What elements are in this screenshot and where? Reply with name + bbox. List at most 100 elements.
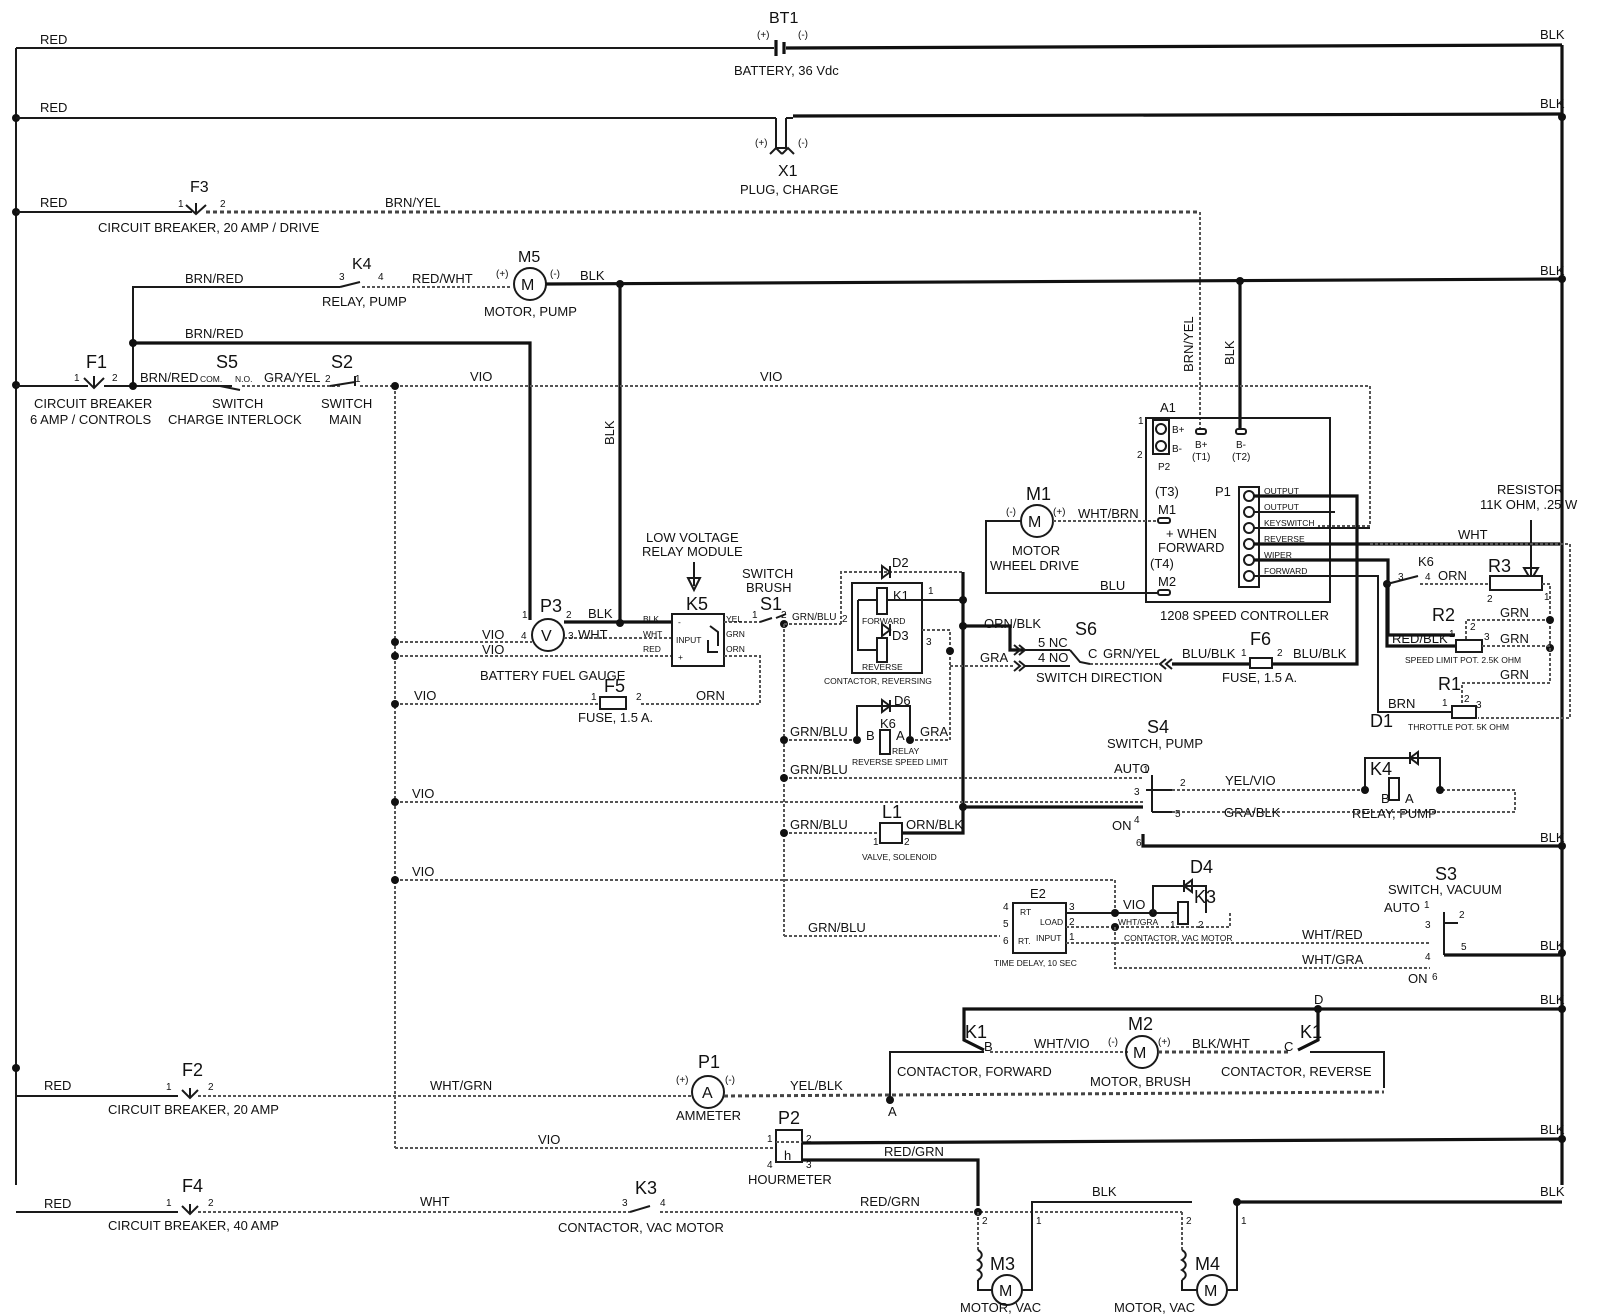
- svg-text:4: 4: [767, 1160, 773, 1171]
- svg-text:2: 2: [1487, 594, 1493, 605]
- svg-text:2: 2: [636, 692, 642, 703]
- controls-row: 1 F1 2 CIRCUIT BREAKER 6 AMP / CONTROLS …: [16, 352, 1371, 1148]
- svg-text:2: 2: [220, 199, 226, 210]
- svg-text:4 NO: 4 NO: [1038, 650, 1068, 665]
- speed-controller-a1: A1 1 2 B+ B- P2 B+ (T1) B- (T2) (T3) P1 …: [1137, 400, 1560, 713]
- wire-label: VIO: [482, 627, 504, 642]
- svg-text:FORWARD: FORWARD: [1264, 566, 1307, 576]
- svg-text:M: M: [1133, 1045, 1146, 1062]
- k3-contact-ref: K3: [635, 1178, 657, 1198]
- wire-label: RED/WHT: [412, 271, 473, 286]
- svg-text:3: 3: [568, 631, 574, 642]
- s3-label: SWITCH, VACUUM: [1388, 882, 1502, 897]
- k4-coil-label: RELAY, PUMP: [1352, 806, 1437, 821]
- svg-text:1: 1: [178, 199, 184, 210]
- svg-text:ORN: ORN: [726, 644, 745, 654]
- svg-text:+: +: [678, 652, 683, 662]
- svg-text:B-: B-: [1236, 440, 1246, 451]
- svg-text:+ WHEN: + WHEN: [1166, 526, 1217, 541]
- wire-label: BLK: [1540, 992, 1565, 1007]
- wire-label: VIO: [482, 642, 504, 657]
- svg-text:B: B: [866, 728, 875, 743]
- wire-label: GRA/YEL: [264, 370, 320, 385]
- svg-text:V: V: [541, 628, 552, 645]
- k1-label: CONTACTOR, REVERSING: [824, 676, 932, 686]
- svg-text:2: 2: [208, 1198, 214, 1209]
- p1-pin-circles: [1243, 490, 1255, 582]
- wire-label: BLU/BLK: [1182, 646, 1236, 661]
- brush-motor-section: D BLK K1 B M WHT/VIO (-) M2 (+) BLK/WHT …: [886, 992, 1565, 1119]
- svg-text:OUTPUT: OUTPUT: [1264, 502, 1299, 512]
- f4-label: CIRCUIT BREAKER, 40 AMP: [108, 1218, 279, 1233]
- svg-text:4: 4: [521, 631, 527, 642]
- svg-text:2: 2: [566, 610, 572, 621]
- svg-text:(+): (+): [1158, 1037, 1171, 1048]
- wire-label: BRN/RED: [185, 271, 244, 286]
- vacuum-section: VIO E2 4 5 6 3 2 1 RT LOAD INPUT RT. TIM…: [391, 857, 1565, 986]
- brn-red-row: BRN/RED: [129, 326, 532, 620]
- wire-label: RED: [40, 32, 67, 47]
- wire-label: VIO: [414, 688, 436, 703]
- f6-label: FUSE, 1.5 A.: [1222, 670, 1297, 685]
- wire-label: BLK: [1092, 1184, 1117, 1199]
- svg-text:A: A: [702, 1085, 713, 1102]
- svg-text:(-): (-): [550, 269, 560, 280]
- l1-ref: L1: [882, 802, 902, 822]
- svg-text:KEYSWITCH: KEYSWITCH: [1264, 518, 1315, 528]
- svg-text:M2: M2: [1158, 574, 1176, 589]
- svg-text:(-): (-): [798, 30, 808, 41]
- p2-hour-ref: P2: [778, 1108, 800, 1128]
- wire-label: WHT/GRA: [1302, 952, 1364, 967]
- k1-rev-label: CONTACTOR, REVERSE: [1221, 1064, 1372, 1079]
- svg-text:2: 2: [325, 374, 331, 385]
- pump-motor-row: M BRN/RED 3 K4 4 RELAY, PUMP RED/WHT (+)…: [132, 249, 1565, 623]
- svg-text:(-): (-): [1108, 1037, 1118, 1048]
- svg-text:A: A: [888, 1104, 897, 1119]
- wire-label: RED/GRN: [860, 1194, 920, 1209]
- wire-label: WHT/RED: [1302, 927, 1363, 942]
- switch-s4-section: GRN/BLU VIO GRN/BLU 1 L1 2 ORN/BLK VALVE…: [391, 717, 1565, 862]
- p1-pin-labels: OUTPUT OUTPUT KEYSWITCH REVERSE WIPER FO…: [1264, 486, 1315, 576]
- svg-text:REVERSE: REVERSE: [862, 662, 903, 672]
- e2-ref: E2: [1030, 886, 1046, 901]
- wire-label: GRN/BLU: [790, 724, 848, 739]
- svg-text:2: 2: [1464, 694, 1470, 705]
- wire-label: WHT/GRA: [1118, 917, 1158, 927]
- svg-text:(-): (-): [725, 1075, 735, 1086]
- k1-rev-ref: K1: [1300, 1022, 1322, 1042]
- svg-text:3: 3: [1476, 700, 1482, 711]
- wire-label: BLU: [1100, 578, 1125, 593]
- svg-text:1: 1: [591, 692, 597, 703]
- wire-label: BLU/BLK: [1293, 646, 1347, 661]
- svg-text:1: 1: [1449, 629, 1455, 640]
- wire-label: ORN: [696, 688, 725, 703]
- svg-text:B: B: [1381, 791, 1390, 806]
- f2-ref: F2: [182, 1060, 203, 1080]
- svg-text:2: 2: [1186, 1216, 1192, 1227]
- wire-label: ORN: [1438, 568, 1467, 583]
- svg-text:COM.: COM.: [200, 374, 222, 384]
- svg-text:(+): (+): [496, 269, 509, 280]
- wire-label: BRN/RED: [185, 326, 244, 341]
- svg-text:M1: M1: [1158, 502, 1176, 517]
- a1-label: 1208 SPEED CONTROLLER: [1160, 608, 1329, 623]
- f1-label-1: CIRCUIT BREAKER: [34, 396, 152, 411]
- svg-text:B+: B+: [1172, 425, 1185, 436]
- r2-ref: R2: [1432, 605, 1455, 625]
- svg-text:ON: ON: [1112, 818, 1132, 833]
- svg-text:LOW VOLTAGE: LOW VOLTAGE: [646, 530, 739, 545]
- wire-label: BLK: [588, 606, 613, 621]
- wire-label: BRN/YEL: [385, 195, 441, 210]
- svg-text:(T4): (T4): [1150, 556, 1174, 571]
- wire-label: WHT: [1458, 527, 1488, 542]
- svg-text:C: C: [1088, 646, 1097, 661]
- f3-row: RED F3 1 2 CIRCUIT BREAKER, 20 AMP / DRI…: [16, 179, 1201, 430]
- svg-text:2: 2: [1459, 910, 1465, 921]
- k4-coil-ref: K4: [1370, 759, 1392, 779]
- wire-label: YEL/BLK: [790, 1078, 843, 1093]
- svg-text:3: 3: [1425, 920, 1431, 931]
- s6-ref: S6: [1075, 619, 1097, 639]
- svg-text:INPUT: INPUT: [676, 635, 702, 645]
- svg-text:5: 5: [1461, 942, 1467, 953]
- wire-label: GRA: [980, 650, 1009, 665]
